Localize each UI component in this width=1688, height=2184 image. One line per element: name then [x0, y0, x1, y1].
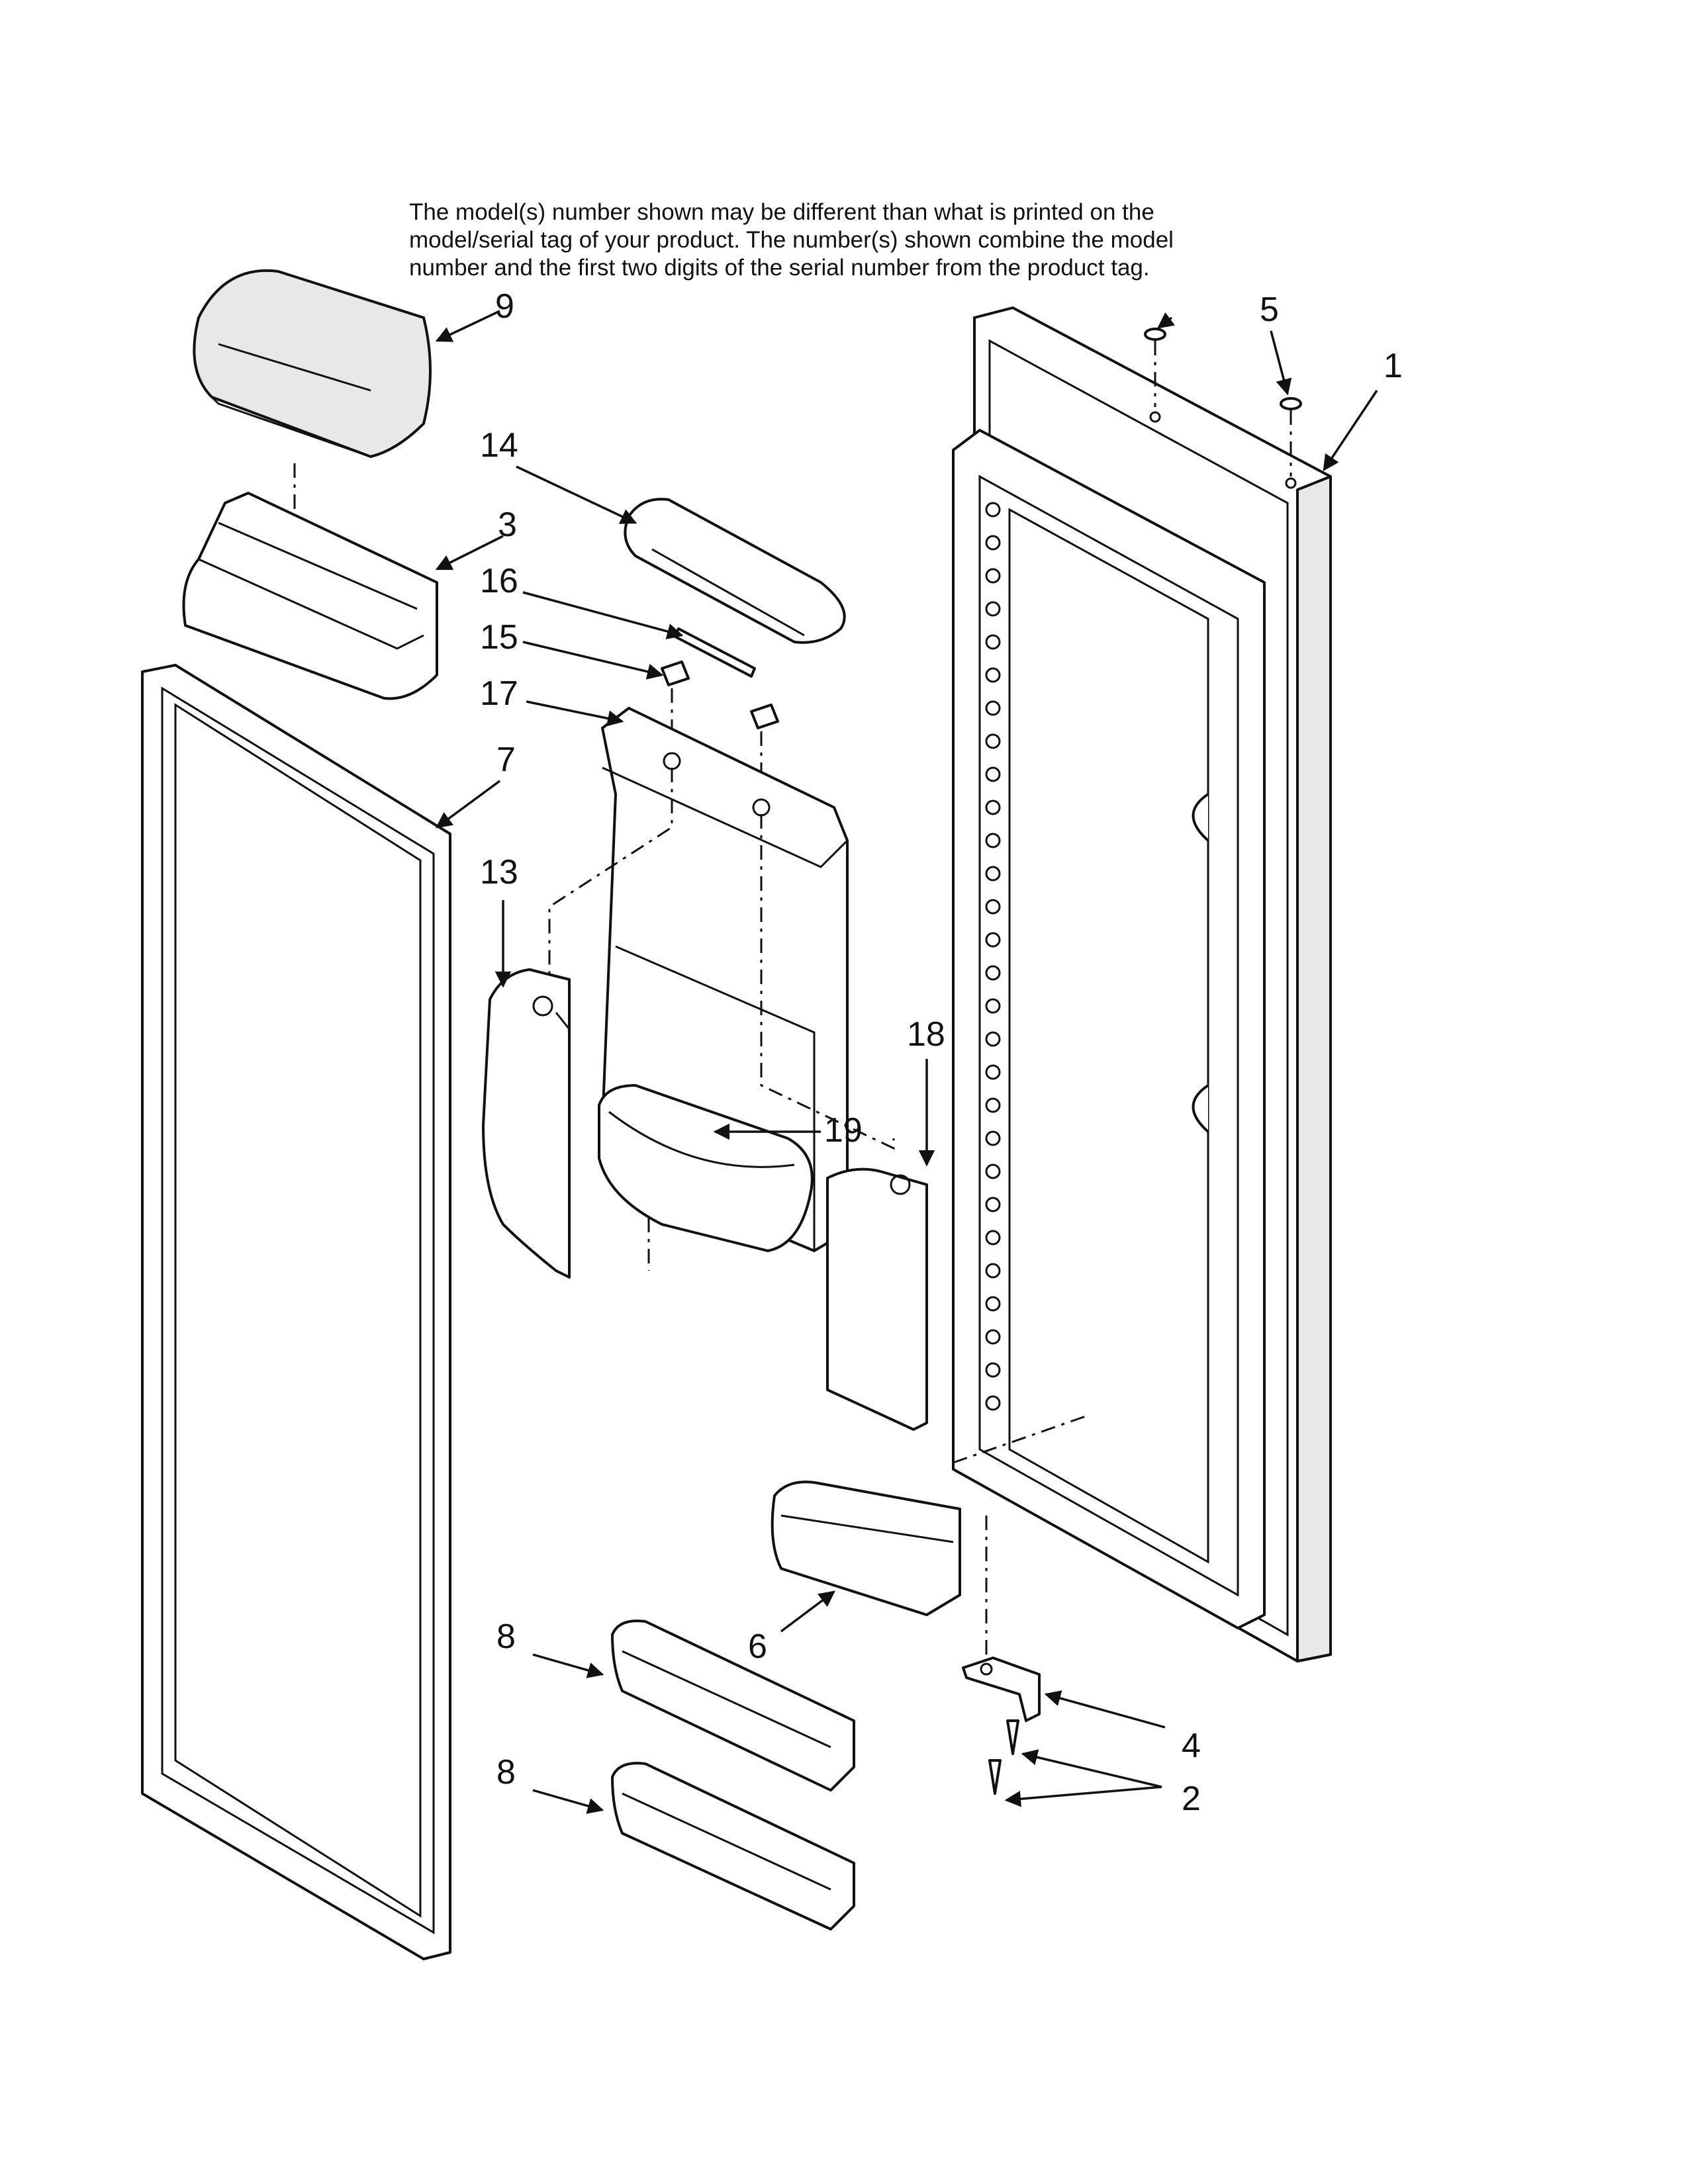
callout-18: 18	[907, 1015, 945, 1054]
callout-numbers: 9 14 3 16 15 17 7 13 18 19 5 1 4 2 6 8 8	[480, 287, 1403, 1818]
leader-lines	[435, 310, 1378, 1814]
callout-8-upper: 8	[496, 1617, 516, 1656]
part-4-hinge-bracket	[962, 1657, 1041, 1722]
part-13-left-bin	[482, 968, 571, 1279]
part-19-tray	[598, 1084, 814, 1271]
liner-shelf-notches	[985, 502, 1001, 1411]
part-8-door-shelf-upper	[611, 1619, 855, 1792]
callout-4: 4	[1182, 1727, 1201, 1765]
callout-16: 16	[480, 562, 518, 600]
note-line-2: model/serial tag of your product. The nu…	[409, 227, 1174, 253]
callout-1: 1	[1383, 347, 1403, 385]
note-line-1: The model(s) number shown may be differe…	[409, 199, 1154, 225]
callout-2: 2	[1182, 1780, 1201, 1818]
part-5-screws	[1144, 328, 1302, 489]
part-14-module-cover	[624, 498, 846, 644]
note-line-3: number and the first two digits of the s…	[409, 255, 1150, 281]
callout-8-lower: 8	[496, 1753, 516, 1792]
callout-7: 7	[496, 741, 516, 779]
part-16-rod	[674, 627, 756, 678]
part-3-dairy-bin	[182, 492, 438, 700]
callout-3: 3	[498, 506, 517, 544]
part-6-small-bin	[771, 1480, 988, 1671]
callout-5: 5	[1260, 291, 1279, 329]
part-18-right-bin	[826, 1167, 928, 1431]
callout-13: 13	[480, 853, 518, 891]
callout-6: 6	[748, 1627, 767, 1666]
part-8-door-shelf-lower	[611, 1762, 855, 1931]
callout-14: 14	[480, 426, 518, 465]
part-15-pivots	[661, 660, 779, 807]
callout-15: 15	[480, 618, 518, 657]
callout-17: 17	[480, 674, 518, 713]
model-number-note: The model(s) number shown may be differe…	[409, 199, 1349, 282]
callout-9: 9	[495, 287, 514, 326]
part-1-door-liner	[952, 306, 1332, 1662]
callout-19: 19	[824, 1111, 863, 1150]
part-2-screws	[988, 1719, 1019, 1795]
part-7-door-gasket	[141, 664, 451, 1960]
